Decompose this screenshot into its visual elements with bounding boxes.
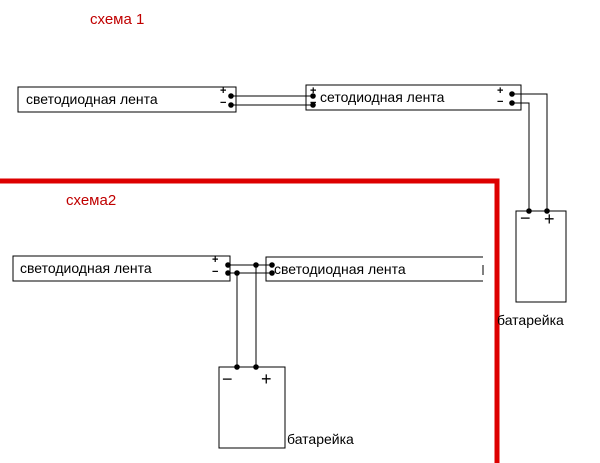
scheme1-strip-left	[17, 86, 237, 113]
scheme2-battery-label: батарейка	[287, 431, 354, 447]
scheme1-right-out-minus: −	[497, 96, 504, 108]
scheme1-right-out-plus: +	[497, 85, 504, 97]
scheme2-left-plus: +	[212, 254, 219, 266]
scheme2-strip-left	[12, 255, 231, 282]
scheme1-left-plus: +	[220, 85, 227, 97]
scheme1-right-in-minus: −	[310, 97, 317, 109]
scheme2-title: схема2	[66, 192, 117, 209]
scheme1-strip-left-label: светодиодная лента	[26, 91, 158, 107]
scheme1-battery-minus: −	[520, 208, 531, 228]
scheme1-title: схема 1	[90, 11, 145, 28]
scheme2-battery-plus: +	[261, 369, 272, 389]
scheme1-left-minus: −	[220, 97, 227, 109]
scheme1-battery	[515, 210, 567, 303]
scheme2-strip-left-label: светодиодная лента	[20, 260, 152, 276]
scheme2-battery-minus: −	[222, 369, 233, 389]
scheme1-battery-plus: +	[544, 209, 555, 229]
scheme2-terminals	[225, 262, 275, 370]
scheme1-battery-label: батарейка	[497, 312, 564, 328]
scheme2-battery	[218, 366, 286, 449]
scheme1-right-in-plus: +	[310, 85, 317, 97]
scheme1-terminals	[228, 91, 550, 214]
scheme2-strip-right	[265, 256, 483, 282]
scheme2-left-minus: −	[212, 266, 219, 278]
scheme2-strip-right-label: светодиодная лента	[274, 261, 406, 277]
scheme-divider-line	[0, 178, 500, 463]
scheme1-wires	[231, 93, 548, 211]
scheme1-strip-right-label: сетодиодная лента	[320, 89, 445, 105]
scheme1-strip-right	[305, 84, 522, 111]
